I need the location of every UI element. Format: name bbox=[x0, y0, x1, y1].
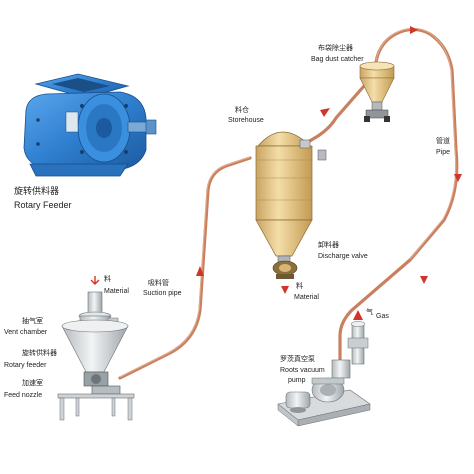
nozzle-label-en: Feed nozzle bbox=[4, 392, 43, 399]
roots-vacuum-pump bbox=[277, 321, 371, 427]
suction-label-cn: 吸料管 bbox=[148, 279, 169, 287]
storehouse-silo bbox=[255, 131, 327, 279]
rotary-feeder-label-en: Rotary Feeder bbox=[14, 200, 72, 210]
bag-dust-label-en: Bag dust catcher bbox=[311, 56, 364, 63]
arrow-material-in bbox=[90, 276, 100, 285]
bag-dust-catcher bbox=[359, 61, 395, 122]
material-out-label-cn: 料 bbox=[296, 282, 303, 290]
roots-label-en2: pump bbox=[288, 377, 306, 384]
storehouse-label-cn: 料仓 bbox=[235, 106, 249, 114]
pipe-label-cn: 管道 bbox=[436, 137, 450, 145]
discharge-valve bbox=[272, 260, 298, 279]
storehouse-label-en: Storehouse bbox=[228, 117, 264, 124]
feeder-label-en: Rotary feeder bbox=[4, 362, 47, 369]
rotary-feeder-label-cn: 旋转供料器 bbox=[14, 187, 60, 197]
material-out-label-en: Material bbox=[294, 294, 319, 301]
bag-dust-label-cn: 布袋除尘器 bbox=[318, 44, 353, 52]
suction-pipe bbox=[118, 156, 252, 380]
rotary-feeder-illustration bbox=[23, 73, 157, 177]
arrow-pipe-mid bbox=[420, 276, 428, 284]
arrow-suction bbox=[196, 266, 204, 276]
arrow-gas bbox=[353, 310, 363, 320]
discharge-label-en: Discharge valve bbox=[318, 253, 368, 260]
feeder-assembly bbox=[57, 291, 135, 421]
feeder-label-cn: 旋转供料器 bbox=[22, 349, 57, 357]
arrow-pipe-right bbox=[454, 174, 462, 182]
suction-label-en: Suction pipe bbox=[143, 290, 182, 297]
nozzle-label-cn: 加速室 bbox=[22, 379, 43, 387]
catcher-return-pipe bbox=[374, 27, 459, 262]
roots-label-en1: Roots vacuum bbox=[280, 367, 325, 374]
arrow-pipe-top bbox=[410, 26, 418, 34]
material-in-label-en: Material bbox=[104, 288, 129, 295]
roots-label-cn: 罗茨真空泵 bbox=[280, 355, 315, 363]
vent-label-en: Vent chamber bbox=[4, 329, 48, 336]
gas-label-en: Gas bbox=[376, 313, 389, 320]
discharge-label-cn: 卸料器 bbox=[318, 241, 339, 249]
pipe-label-en: Pipe bbox=[436, 149, 451, 156]
gas-label-cn: 气 bbox=[366, 308, 373, 316]
pipe-to-pump bbox=[338, 258, 412, 362]
storehouse-to-catcher-pipe bbox=[296, 84, 366, 150]
arrow-to-catcher bbox=[320, 108, 330, 117]
flow-arrows bbox=[90, 26, 462, 320]
vent-label-cn: 抽气室 bbox=[22, 317, 43, 325]
arrow-material-out bbox=[281, 286, 289, 294]
pipe-network bbox=[118, 27, 459, 380]
material-in-label-cn: 料 bbox=[104, 275, 111, 283]
